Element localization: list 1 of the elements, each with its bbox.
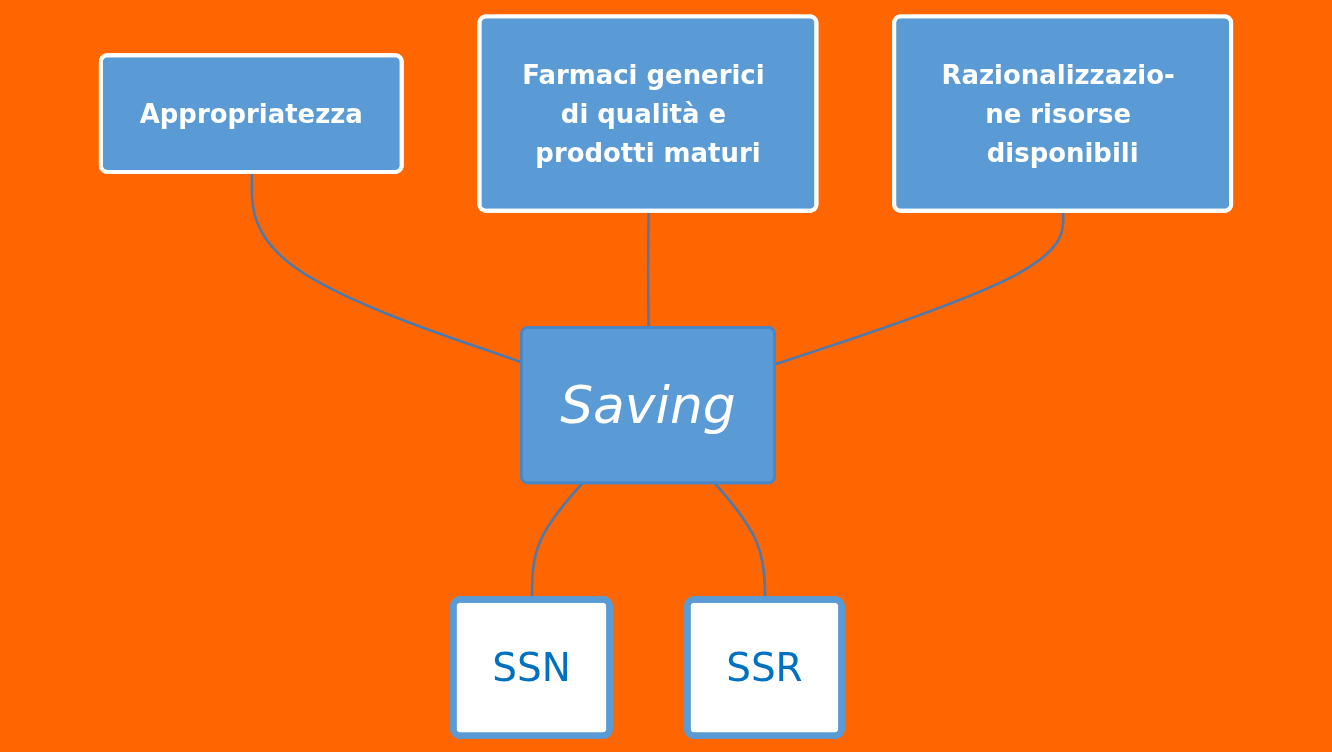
connector <box>774 211 1065 366</box>
